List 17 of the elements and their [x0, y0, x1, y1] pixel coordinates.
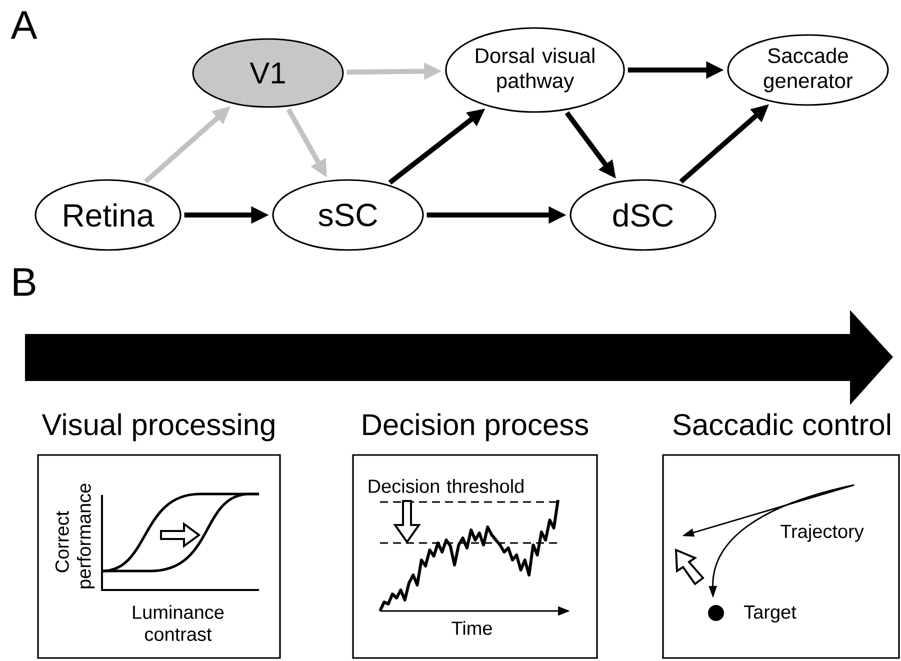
ellipse-node: Retina: [34, 179, 182, 251]
node-label: Saccadic control: [673, 413, 890, 436]
axis-label: Trajectory: [780, 524, 864, 542]
axis-label: Decision threshold: [368, 479, 524, 493]
node-label: Decision process: [363, 413, 588, 442]
ellipse-node: sSC: [272, 179, 424, 251]
ellipse-node: V1: [192, 38, 344, 108]
axis-label: Time: [452, 621, 492, 635]
panel-letter: A: [10, 11, 38, 39]
node-label: Visual processing: [42, 413, 274, 442]
ellipse-node: Saccade generator: [727, 34, 889, 106]
axis-label: Luminance contrast: [133, 605, 224, 641]
ellipse-node: dSC: [570, 179, 716, 251]
axis-label: Correct performance: [55, 484, 95, 588]
ellipse-node: Dorsal visual pathway: [445, 27, 625, 113]
panel-letter: B: [14, 268, 36, 296]
axis-label: Target: [744, 606, 796, 622]
